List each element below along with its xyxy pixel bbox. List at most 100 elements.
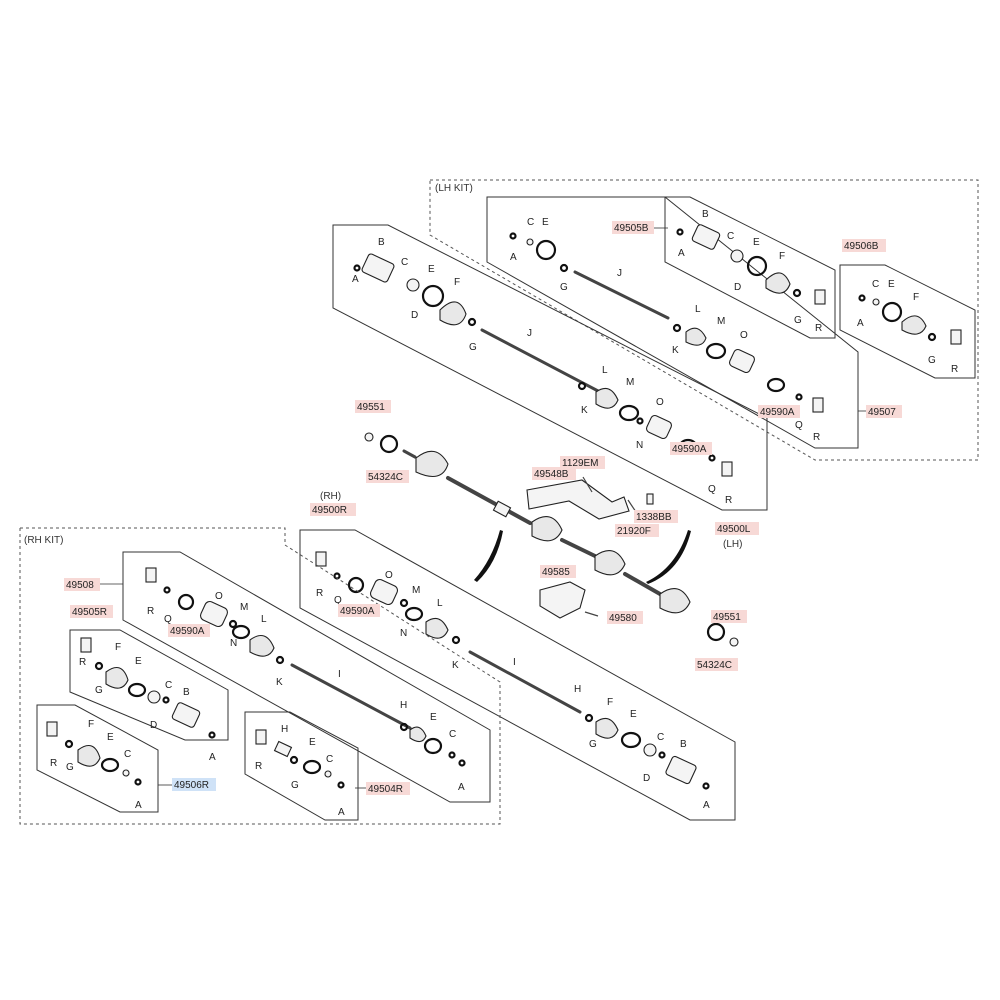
code-1129EM[interactable]: 1129EM — [560, 456, 605, 469]
svg-text:49500L: 49500L — [717, 524, 751, 535]
svg-text:M: M — [412, 585, 420, 596]
svg-text:L: L — [261, 614, 267, 625]
frame-49500L — [332, 224, 768, 511]
svg-text:49580: 49580 — [609, 613, 637, 624]
code-54324C-top[interactable]: 54324C — [366, 470, 409, 483]
frame-49505B-shaft — [486, 196, 859, 449]
code-49590A-lh[interactable]: 49590A — [670, 442, 712, 455]
code-49506B[interactable]: 49506B — [842, 239, 886, 252]
rh-assembly-parts — [315, 551, 710, 790]
svg-text:A: A — [510, 252, 517, 263]
svg-text:49506R: 49506R — [174, 780, 209, 791]
lh-side-label: (LH) — [723, 539, 742, 550]
svg-text:O: O — [740, 330, 748, 341]
code-49551-top[interactable]: 49551 — [355, 400, 391, 413]
svg-text:54324C: 54324C — [368, 472, 403, 483]
svg-text:E: E — [430, 712, 437, 723]
rh-side-label: (RH) — [320, 491, 341, 502]
svg-text:49500R: 49500R — [312, 505, 347, 516]
svg-text:49590A: 49590A — [672, 444, 707, 455]
svg-text:E: E — [309, 737, 316, 748]
svg-text:1338BB: 1338BB — [636, 512, 672, 523]
code-49505R[interactable]: 49505R — [70, 605, 113, 618]
svg-text:K: K — [452, 660, 459, 671]
code-49506R[interactable]: 49506R — [158, 778, 216, 791]
svg-text:1129EM: 1129EM — [562, 458, 599, 469]
lh-kit-label: (LH KIT) — [435, 183, 473, 194]
svg-text:C: C — [449, 729, 456, 740]
code-49505B[interactable]: 49505B — [612, 221, 668, 234]
code-49551-bot[interactable]: 49551 — [711, 610, 747, 623]
code-49500L[interactable]: 49500L (LH) — [715, 522, 759, 550]
svg-text:49507: 49507 — [868, 407, 896, 418]
svg-text:D: D — [643, 773, 650, 784]
svg-text:B: B — [183, 687, 190, 698]
code-49590A-rhkit[interactable]: 49590A — [168, 624, 210, 637]
svg-text:E: E — [753, 237, 760, 248]
code-49590A-lhkit[interactable]: 49590A — [758, 405, 800, 418]
lh-assembly-parts — [353, 253, 733, 477]
svg-text:N: N — [636, 440, 643, 451]
svg-text:L: L — [602, 365, 608, 376]
svg-text:49551: 49551 — [713, 612, 741, 623]
rh-kit-label: (RH KIT) — [24, 535, 63, 546]
svg-text:E: E — [630, 709, 637, 720]
svg-text:R: R — [255, 761, 262, 772]
svg-text:R: R — [813, 432, 820, 443]
svg-text:L: L — [437, 598, 443, 609]
code-49500R[interactable]: (RH) 49500R — [310, 491, 356, 516]
svg-text:R: R — [316, 588, 323, 599]
code-49585[interactable]: 49585 — [540, 565, 576, 578]
frame-49508 — [122, 551, 491, 803]
svg-text:C: C — [657, 732, 664, 743]
code-49580[interactable]: 49580 — [607, 611, 643, 624]
svg-text:G: G — [66, 762, 74, 773]
svg-text:49551: 49551 — [357, 402, 385, 413]
svg-text:G: G — [560, 282, 568, 293]
svg-text:A: A — [135, 800, 142, 811]
svg-text:49505B: 49505B — [614, 223, 649, 234]
code-1338BB[interactable]: 1338BB — [634, 510, 678, 523]
code-49590A-rh[interactable]: 49590A — [338, 604, 380, 617]
svg-text:F: F — [913, 292, 919, 303]
svg-text:A: A — [209, 752, 216, 763]
svg-text:D: D — [411, 310, 418, 321]
svg-text:Q: Q — [164, 614, 172, 625]
svg-text:Q: Q — [795, 420, 803, 431]
svg-text:E: E — [428, 264, 435, 275]
svg-text:54324C: 54324C — [697, 660, 732, 671]
svg-text:49590A: 49590A — [760, 407, 795, 418]
frame-49506B — [839, 264, 976, 379]
code-54324C-bot[interactable]: 54324C — [695, 658, 738, 671]
svg-text:J: J — [617, 268, 622, 279]
frame-49500R — [299, 529, 736, 821]
svg-text:B: B — [702, 209, 709, 220]
code-49504R[interactable]: 49504R — [355, 782, 410, 795]
heat-shield-49585 — [539, 581, 599, 619]
svg-text:R: R — [951, 364, 958, 375]
svg-text:A: A — [678, 248, 685, 259]
svg-text:H: H — [574, 684, 581, 695]
svg-text:49590A: 49590A — [340, 606, 375, 617]
frame-49505B-joint — [664, 196, 836, 339]
code-49508[interactable]: 49508 — [64, 578, 123, 591]
code-49507[interactable]: 49507 — [858, 405, 902, 418]
rh-kit-region — [19, 527, 501, 825]
main-drive-shaft — [364, 432, 739, 647]
svg-text:C: C — [527, 217, 534, 228]
svg-text:M: M — [240, 602, 248, 613]
svg-text:C: C — [872, 279, 879, 290]
part-code-labels: 49505B 49506B 49507 49590A 49590A 49551 … — [64, 221, 902, 795]
svg-text:O: O — [215, 591, 223, 602]
svg-text:R: R — [147, 606, 154, 617]
svg-text:F: F — [88, 719, 94, 730]
svg-text:G: G — [794, 315, 802, 326]
svg-text:O: O — [385, 570, 393, 581]
svg-text:F: F — [115, 642, 121, 653]
svg-text:A: A — [352, 274, 359, 285]
svg-text:Q: Q — [334, 595, 342, 606]
svg-text:49504R: 49504R — [368, 784, 403, 795]
code-21920F[interactable]: 21920F — [615, 524, 659, 537]
code-49548B[interactable]: 49548B — [532, 467, 576, 480]
